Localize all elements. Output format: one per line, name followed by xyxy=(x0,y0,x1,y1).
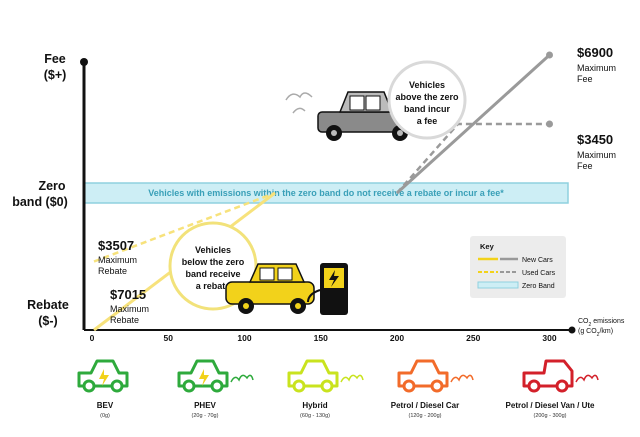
y-label-fee-line2: ($+) xyxy=(44,68,67,82)
legend-used-label: Used Cars xyxy=(522,270,556,277)
rebate-bubble-line3: band receive xyxy=(185,269,240,279)
car-plug-icon xyxy=(77,359,129,393)
fee-car-illustration xyxy=(285,91,415,141)
vehicle-category-name: Hybrid xyxy=(302,401,327,410)
vehicle-category-range: (60g - 130g) xyxy=(300,413,330,419)
max-fee-used-label1: Maximum xyxy=(577,150,616,160)
vehicle-category-name: Petrol / Diesel Car xyxy=(391,401,459,410)
fee-bubble-line1: Vehicles xyxy=(409,80,445,90)
vehicle-category-name: PHEV xyxy=(194,401,216,410)
legend-band-swatch xyxy=(477,281,519,289)
max-rebate-new-amount: $7015 xyxy=(110,287,146,302)
y-label-rebate-line1: Rebate xyxy=(27,298,69,312)
max-rebate-new-label2: Rebate xyxy=(110,315,139,325)
y-label-fee-line1: Fee xyxy=(44,52,66,66)
max-rebate-new-label1: Maximum xyxy=(110,304,149,314)
vehicle-categories: BEV (0g) PHEV (20g - 70g) Hybrid (60g - 130g)… xyxy=(77,359,599,419)
vehicle-category-range: (120g - 200g) xyxy=(408,413,441,419)
x-tick-label: 200 xyxy=(390,333,404,343)
rebate-bubble-line2: below the zero xyxy=(182,257,245,267)
fee-bubble xyxy=(387,60,467,140)
vehicle-category-range: (20g - 70g) xyxy=(192,413,219,419)
x-axis-title-line1: CO2 emissions xyxy=(578,318,625,328)
y-label-zero-line2: band ($0) xyxy=(12,195,68,209)
vehicle-category-name: Petrol / Diesel Van / Ute xyxy=(506,401,595,410)
vehicle-category-range: (0g) xyxy=(100,413,110,419)
x-tick-label: 300 xyxy=(542,333,556,343)
charger-icon xyxy=(307,263,348,315)
car-smoke-icon xyxy=(397,359,474,393)
rebate-car-illustration xyxy=(225,263,315,314)
car-smoke-icon xyxy=(287,359,364,393)
fee-bubble-line2: above the zero xyxy=(395,92,459,102)
max-fee-new-label1: Maximum xyxy=(577,63,616,73)
legend: Key New Cars Used Cars Zero Band xyxy=(470,236,566,298)
max-fee-new-label2: Fee xyxy=(577,74,593,84)
x-tick-label: 150 xyxy=(314,333,328,343)
series-line-new-cars xyxy=(395,53,551,195)
fee-bubble-line3: band incur xyxy=(404,104,450,114)
series-line-used-cars xyxy=(93,191,276,263)
vehicle-category-name: BEV xyxy=(97,401,114,410)
y-label-zero-line1: Zero xyxy=(38,179,65,193)
series-end-point xyxy=(546,51,553,59)
rebate-bubble-line4: a rebate xyxy=(196,281,231,291)
car-plug-smoke-icon xyxy=(177,359,254,393)
x-tick-label: 50 xyxy=(164,333,174,343)
y-axis-top-dot xyxy=(80,58,88,66)
max-rebate-used-label2: Rebate xyxy=(98,266,127,276)
series-end-point xyxy=(546,120,553,128)
x-tick-label: 250 xyxy=(466,333,480,343)
max-fee-new-amount: $6900 xyxy=(577,45,613,60)
max-fee-used-amount: $3450 xyxy=(577,132,613,147)
x-axis-title-line2: (g CO2/km) xyxy=(578,328,613,338)
van-smoke-icon xyxy=(522,359,599,393)
x-tick-label: 100 xyxy=(237,333,251,343)
max-fee-used-label2: Fee xyxy=(577,161,593,171)
legend-title: Key xyxy=(480,242,495,251)
max-rebate-used-label1: Maximum xyxy=(98,255,137,265)
fee-bubble-line4: a fee xyxy=(417,116,438,126)
vehicle-category-range: (200g - 300g) xyxy=(533,413,566,419)
x-ticks: 0 50 100 150 200 250 300 xyxy=(90,333,557,343)
max-rebate-used-amount: $3507 xyxy=(98,238,134,253)
y-label-rebate-line2: ($-) xyxy=(38,314,57,328)
legend-new-label: New Cars xyxy=(522,257,553,264)
zero-band-label: Vehicles with emissions within the zero … xyxy=(148,188,504,198)
legend-band-label: Zero Band xyxy=(522,283,555,290)
x-tick-label: 0 xyxy=(90,333,95,343)
x-axis-end-dot xyxy=(568,326,576,334)
rebate-bubble-line1: Vehicles xyxy=(195,245,231,255)
